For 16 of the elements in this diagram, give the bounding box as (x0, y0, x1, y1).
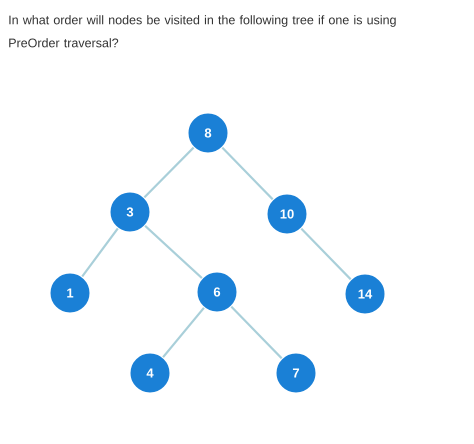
tree-node: 8 (188, 112, 228, 154)
tree-node: 14 (344, 273, 386, 314)
tree-node: 3 (110, 192, 150, 232)
tree-node: 1 (50, 272, 90, 314)
tree-node: 6 (196, 272, 238, 312)
tree-node: 10 (266, 194, 308, 234)
tree-edge (144, 146, 194, 198)
tree-edge (81, 228, 119, 278)
question-text: In what order will nodes be visited in the following tree if one is using PreOrder traversal? (9, 15, 396, 48)
tree-edge (144, 225, 203, 279)
tree-edge (300, 228, 352, 280)
tree-edge (230, 306, 282, 360)
tree-edge (162, 307, 205, 358)
tree-edge (222, 146, 274, 200)
tree-node: 7 (276, 352, 316, 394)
tree-node: 4 (130, 352, 170, 394)
